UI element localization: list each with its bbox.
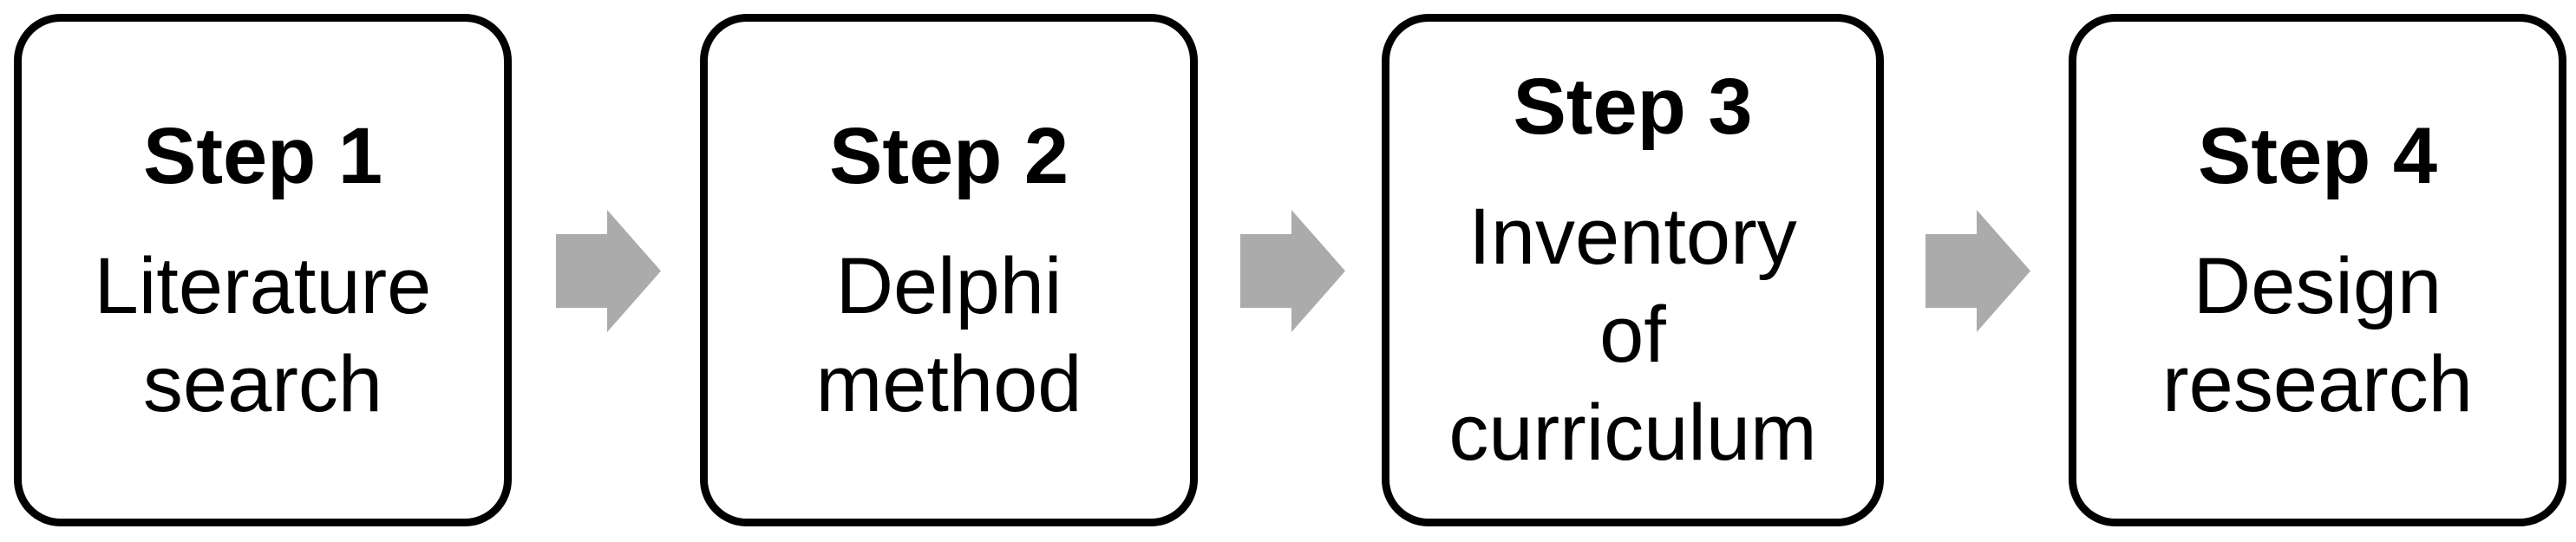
step-4-title: Step 4 (2197, 111, 2438, 200)
flow-arrow-icon-2 (1240, 210, 1345, 332)
step-1-title: Step 1 (142, 111, 383, 200)
arrow-right-icon (1925, 210, 2030, 332)
step-2-box: Step 2 Delphi method (700, 14, 1198, 526)
step-4-label: Design research (2162, 241, 2473, 428)
step-2-title: Step 2 (828, 111, 1069, 200)
step-1-box: Step 1 Literature search (14, 14, 512, 526)
arrow-right-icon (1240, 210, 1345, 332)
step-3-title: Step 3 (1513, 62, 1753, 151)
arrow-right-icon (556, 210, 661, 332)
flow-arrow-icon-3 (1925, 210, 2030, 332)
step-4-box: Step 4 Design research (2069, 14, 2566, 526)
step-1-label: Literature search (94, 241, 432, 428)
flow-arrow-icon-1 (556, 210, 661, 332)
step-3-label: Inventory of curriculum (1448, 193, 1817, 477)
step-3-box: Step 3 Inventory of curriculum (1382, 14, 1884, 526)
step-2-label: Delphi method (815, 241, 1082, 428)
